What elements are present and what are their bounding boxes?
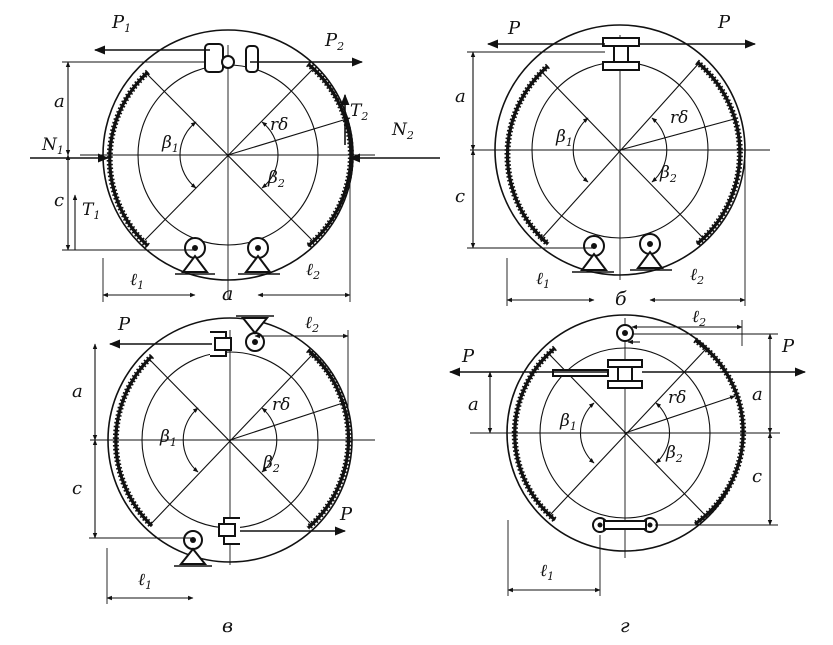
panel-a-label-t2: T2: [350, 101, 368, 123]
panel-d-labels: P P a a c β1 β2 rδ ℓ1 ℓ2 г: [461, 307, 795, 637]
panel-c-label-beta2: β2: [262, 453, 280, 475]
panel-c-radius-arrow: [229, 401, 347, 441]
panel-b-label-beta2: β2: [659, 163, 677, 185]
panel-c-cylinders: [210, 331, 240, 545]
panel-d-label-l2: ℓ2: [692, 307, 706, 329]
panel-b-radius-arrow: [619, 117, 739, 151]
panel-a-label-p1: P1: [111, 12, 131, 35]
panel-c-right-shoe: [306, 347, 352, 531]
panel-b-label-beta1: β1: [555, 127, 573, 149]
panel-c-left-shoe: [112, 353, 155, 529]
panel-a-label-p2: P2: [324, 30, 344, 53]
panel-a-anchor-pins: [175, 237, 280, 275]
panel-c-labels: P P a c β1 β2 rδ ℓ1 ℓ2 в: [72, 313, 353, 637]
panel-a-drum: [80, 29, 375, 300]
panel-b-labels: P P a c β1 β2 rδ ℓ1 ℓ2 б: [455, 12, 731, 310]
panel-b-cylinder: [602, 37, 640, 71]
panel-d-label-a-right: a: [752, 384, 763, 405]
panel-a-caption: а: [222, 283, 233, 305]
panel-a-label-beta2: β2: [267, 168, 285, 190]
panel-a: P1 P2 a c N1 N2 T1 T2 β1 β2 rδ ℓ1 ℓ2 а: [30, 12, 440, 305]
panel-d-label-beta1: β1: [559, 411, 577, 433]
panel-c-label-beta1: β1: [159, 427, 177, 449]
panel-d-dimensions: [484, 320, 778, 596]
panel-d-beta1-arc: [579, 402, 595, 464]
panel-b-dimensions: [467, 51, 746, 306]
panel-d-label-l1: ℓ1: [540, 561, 554, 583]
panel-a-force-arrows: [30, 45, 440, 189]
panel-c-force-arrows: [108, 339, 347, 536]
panel-c-label-radius: rδ: [272, 395, 290, 415]
panel-d-label-a-left: a: [468, 394, 479, 415]
panel-d-label-p-right: P: [781, 336, 795, 357]
panel-b-label-p-right: P: [717, 12, 731, 33]
panel-b-label-radius: rδ: [670, 108, 688, 128]
panel-a-label-n2: N2: [391, 120, 414, 142]
panel-a-left-shoe: [106, 69, 151, 249]
panel-c-label-p-bottom: P: [339, 504, 353, 525]
panel-b-right-shoe: [695, 59, 743, 247]
panel-c-label-c: c: [72, 478, 82, 499]
panel-d-label-p-left: P: [461, 346, 475, 367]
panel-c-label-p-top: P: [117, 314, 131, 335]
panel-a-actuator: [204, 43, 259, 73]
panel-a-label-l2: ℓ2: [306, 260, 320, 282]
panel-d: P P a a c β1 β2 rδ ℓ1 ℓ2 г: [448, 307, 807, 637]
panel-a-radius-arrow: [227, 117, 351, 156]
panel-a-label-beta1: β1: [161, 133, 179, 155]
panel-c: P P a c β1 β2 rδ ℓ1 ℓ2 в: [72, 313, 375, 637]
panel-c-beta1-arc: [182, 407, 199, 473]
panel-b-label-p-left: P: [507, 18, 521, 39]
panel-b-left-shoe: [504, 63, 550, 247]
panel-a-label-n1: N1: [41, 135, 64, 157]
panel-a-label-l1: ℓ1: [130, 270, 144, 292]
panel-b-anchor-pins: [572, 233, 672, 273]
panel-b-force-arrows: [486, 39, 757, 183]
panel-b-beta2-arc: [651, 117, 668, 183]
panel-b: P P a c β1 β2 rδ ℓ1 ℓ2 б: [455, 12, 770, 310]
panel-d-radius-arrow: [624, 395, 736, 434]
panel-a-label-a: a: [54, 91, 65, 112]
panel-c-caption: в: [222, 615, 233, 637]
panel-b-label-l1: ℓ1: [536, 269, 550, 291]
panel-b-label-a: a: [455, 86, 466, 107]
panel-a-dimensions: [62, 61, 351, 302]
panel-d-beta2-arc: [655, 402, 671, 464]
panel-c-label-a: a: [72, 381, 83, 402]
panel-c-dimensions: [89, 330, 349, 604]
panel-d-label-beta2: β2: [665, 443, 683, 465]
panel-d-right-shoe: [693, 337, 747, 527]
panel-a-beta2-arc: [261, 121, 279, 189]
panel-c-anchor-pins: [174, 315, 274, 567]
panel-b-beta1-arc: [572, 117, 589, 183]
panel-c-label-l1: ℓ1: [138, 570, 152, 592]
panel-c-label-l2: ℓ2: [305, 313, 319, 335]
panel-a-beta1-arc: [179, 121, 197, 189]
panel-d-caption: г: [620, 615, 630, 637]
panel-b-label-l2: ℓ2: [690, 265, 704, 287]
panel-a-label-c: c: [54, 190, 64, 211]
panel-b-caption: б: [615, 288, 627, 310]
panel-d-left-shoe: [511, 345, 557, 523]
panel-a-labels: P1 P2 a c N1 N2 T1 T2 β1 β2 rδ ℓ1 ℓ2 а: [41, 12, 414, 305]
panel-b-label-c: c: [455, 186, 465, 207]
panel-c-beta2-arc: [261, 407, 278, 473]
panel-d-label-c: c: [752, 466, 762, 487]
panel-a-label-radius: rδ: [270, 115, 288, 135]
panel-a-label-t1: T1: [82, 200, 100, 222]
panel-d-mechanism: [552, 324, 658, 533]
panel-d-label-radius: rδ: [668, 388, 686, 408]
